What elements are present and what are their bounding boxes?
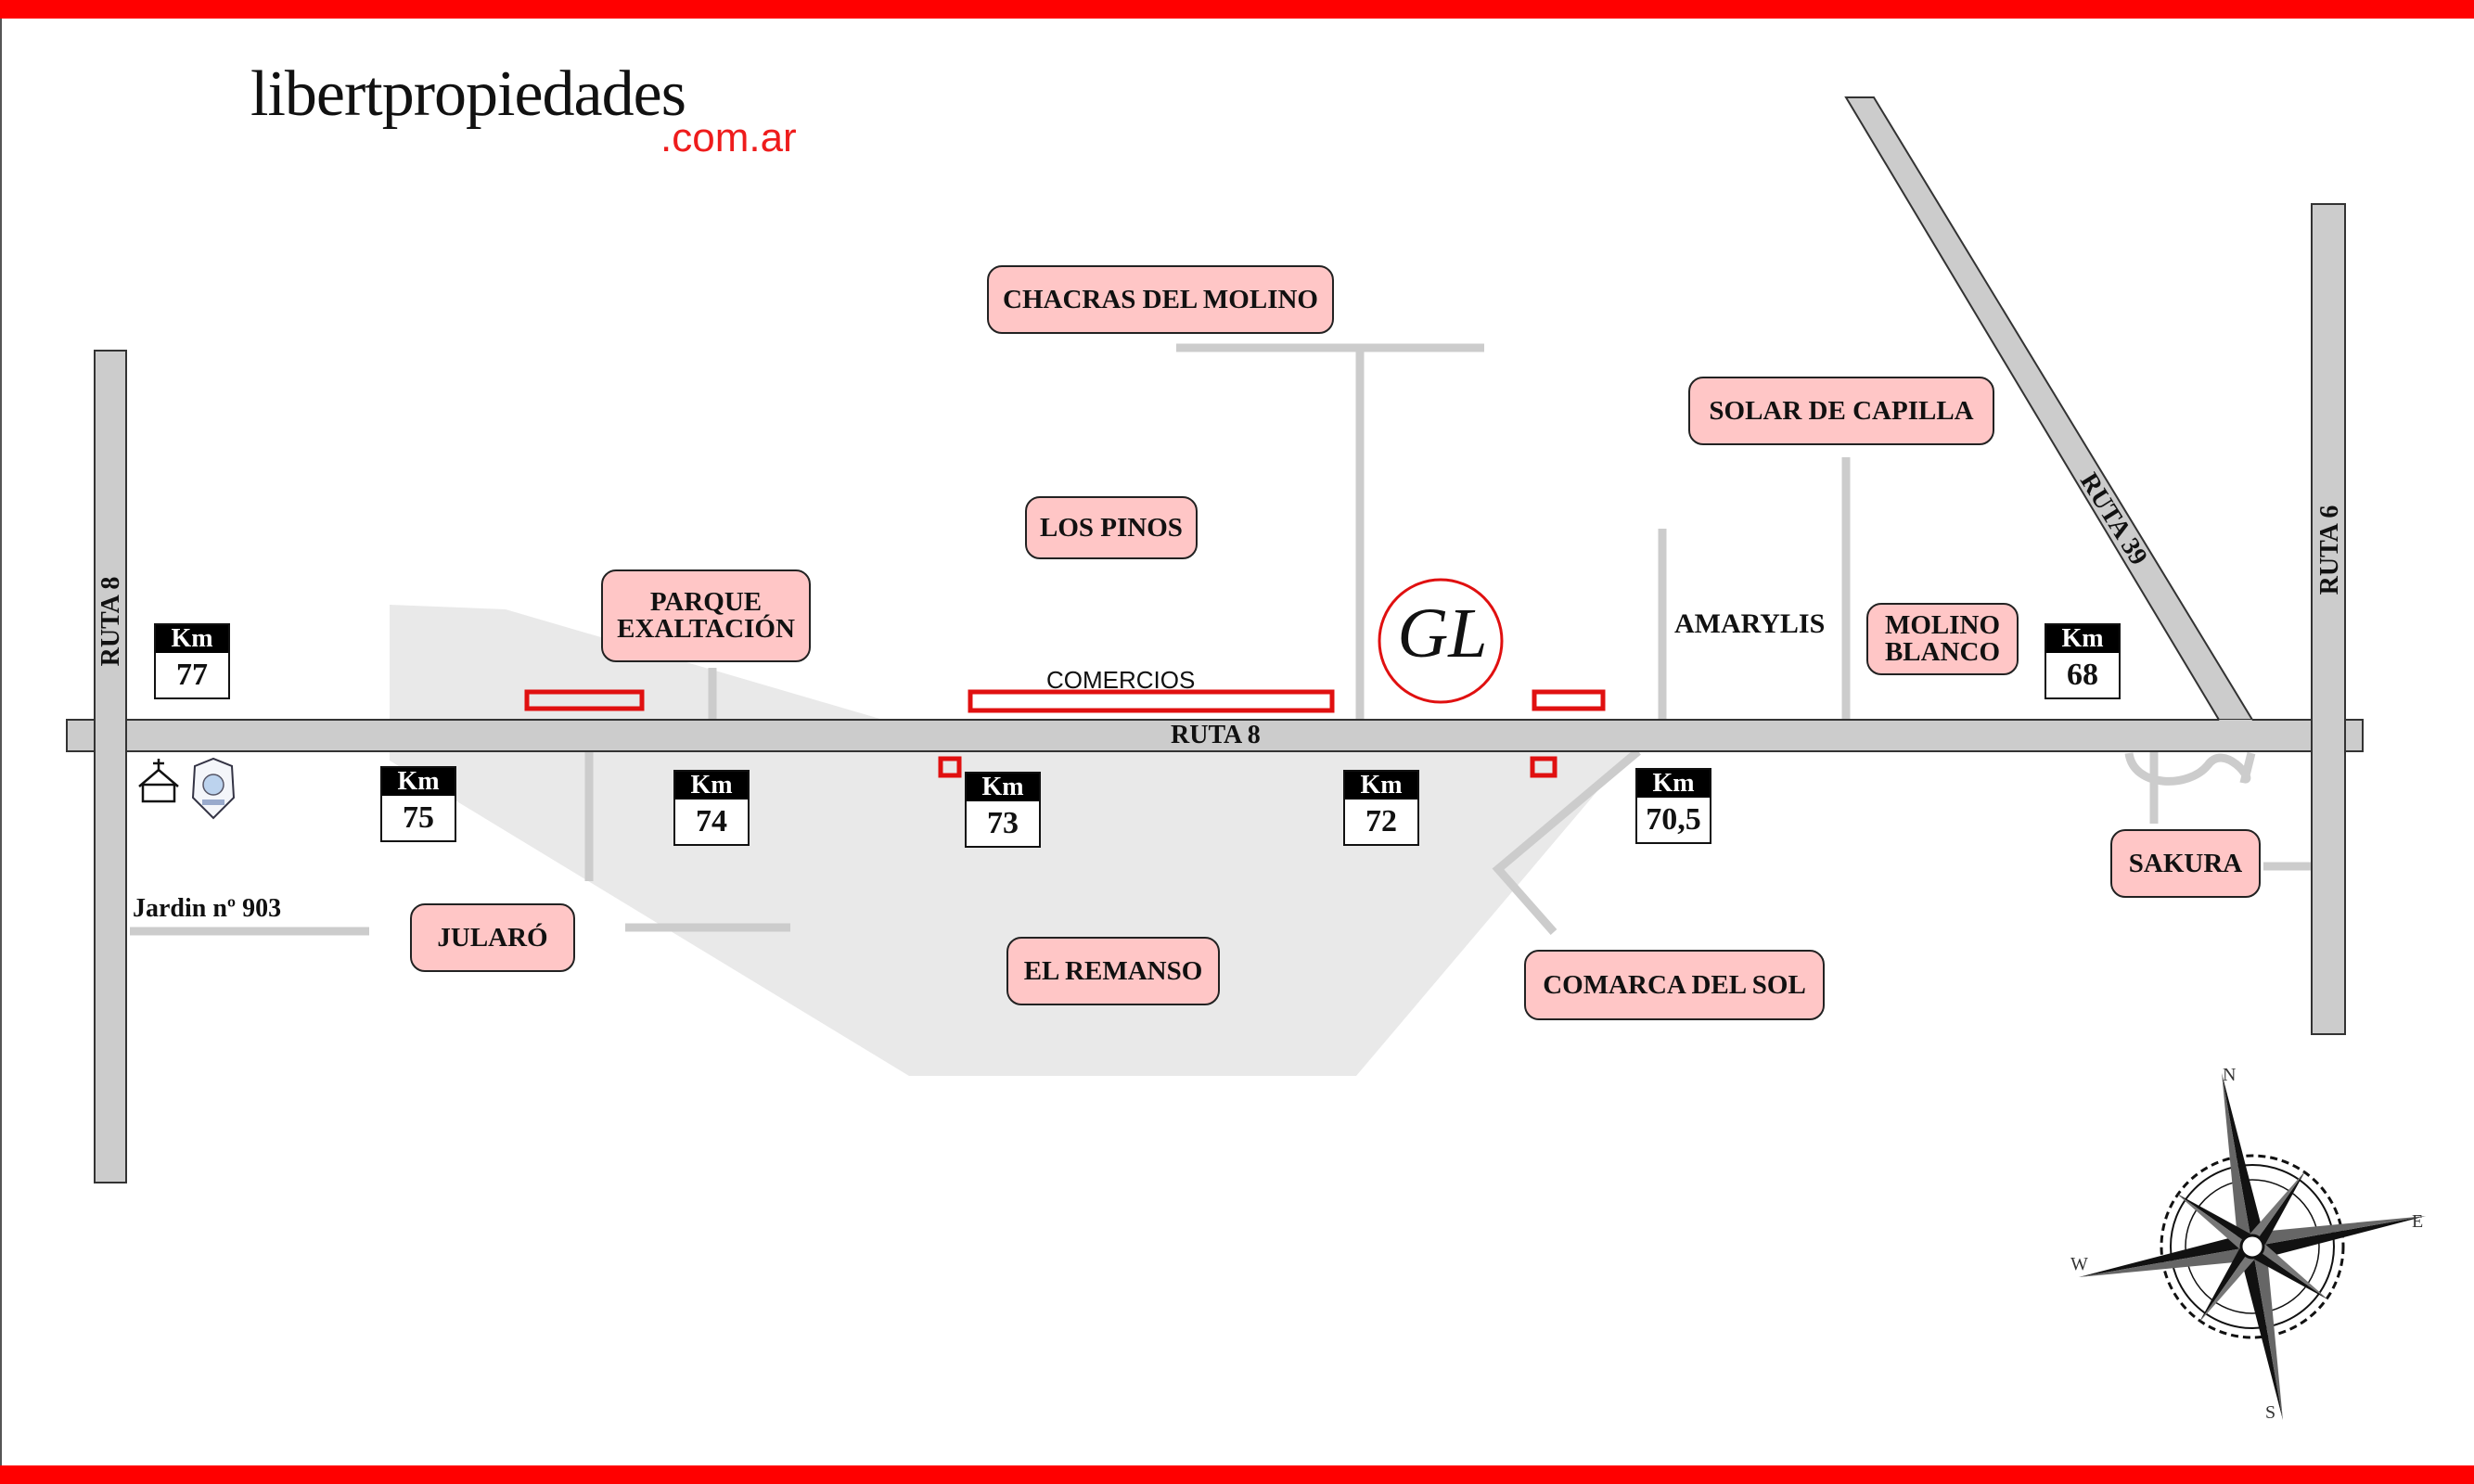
label-parque-exaltacion: PARQUE EXALTACIÓN	[601, 569, 811, 662]
road-label-ruta-6: RUTA 6	[2315, 505, 2344, 595]
label-amarylis: AMARYLIS	[1674, 608, 1826, 639]
km-marker-header: Km	[1637, 770, 1710, 798]
km-marker-value: 73	[987, 806, 1019, 840]
km-marker-77: Km 77	[154, 623, 230, 699]
road-label-ruta-8-main: RUTA 8	[1171, 721, 1261, 749]
km-marker-header: Km	[675, 772, 748, 800]
km-marker-75: Km 75	[380, 766, 456, 842]
km-marker-68: Km 68	[2045, 623, 2121, 699]
label-chacras-del-molino: CHACRAS DEL MOLINO	[987, 265, 1334, 334]
km-marker-value: 74	[696, 804, 727, 838]
km-marker-header: Km	[156, 625, 228, 653]
compass-east: E	[2412, 1211, 2424, 1232]
km-marker-header: Km	[2046, 625, 2119, 653]
km-marker-value: 77	[176, 658, 208, 692]
chapel-icon	[138, 759, 179, 803]
compass-north: N	[2223, 1065, 2237, 1085]
label-el-remanso: EL REMANSO	[1006, 937, 1220, 1005]
road-ruta-6-east	[2311, 203, 2346, 1035]
label-sakura: SAKURA	[2110, 829, 2261, 898]
km-marker-72: Km 72	[1343, 770, 1419, 846]
label-comarca-del-sol: COMARCA DEL SOL	[1524, 950, 1825, 1020]
label-solar-de-capilla: SOLAR DE CAPILLA	[1688, 377, 1994, 445]
commerce-outlines	[524, 689, 1606, 778]
label-jardin: Jardin nº 903	[133, 894, 282, 923]
secondary-streets	[130, 343, 2312, 936]
label-comercios: COMERCIOS	[1046, 666, 1196, 694]
gl-monogram: GL	[1397, 595, 1488, 672]
compass-south: S	[2265, 1402, 2276, 1423]
km-marker-value: 70,5	[1646, 802, 1701, 837]
label-jularo: JULARÓ	[410, 903, 575, 972]
compass-west: W	[2070, 1254, 2088, 1274]
km-marker-header: Km	[967, 774, 1039, 801]
km-marker-value: 72	[1365, 804, 1397, 838]
police-badge-icon	[191, 757, 236, 820]
label-los-pinos: LOS PINOS	[1025, 496, 1198, 559]
compass-rose-icon	[2078, 1072, 2427, 1421]
left-frame-line	[0, 19, 2, 1465]
road-label-ruta-8-west: RUTA 8	[96, 576, 125, 667]
gl-logo-circle	[1378, 578, 1504, 704]
label-molino-blanco: MOLINO BLANCO	[1866, 603, 2019, 675]
bottom-red-bar	[0, 1465, 2474, 1484]
brand-name: libertpropiedades	[250, 58, 686, 130]
km-marker-73: Km 73	[965, 772, 1041, 848]
km-marker-header: Km	[1345, 772, 1417, 800]
brand-domain: .com.ar	[660, 115, 797, 160]
km-marker-70-5: Km 70,5	[1635, 768, 1711, 844]
km-marker-header: Km	[382, 768, 455, 796]
road-ruta-8-main	[66, 719, 2364, 752]
km-marker-value: 68	[2067, 658, 2098, 692]
road-ruta-8-west	[94, 350, 127, 1183]
km-marker-74: Km 74	[673, 770, 750, 846]
top-red-bar	[0, 0, 2474, 19]
km-marker-value: 75	[403, 800, 434, 835]
